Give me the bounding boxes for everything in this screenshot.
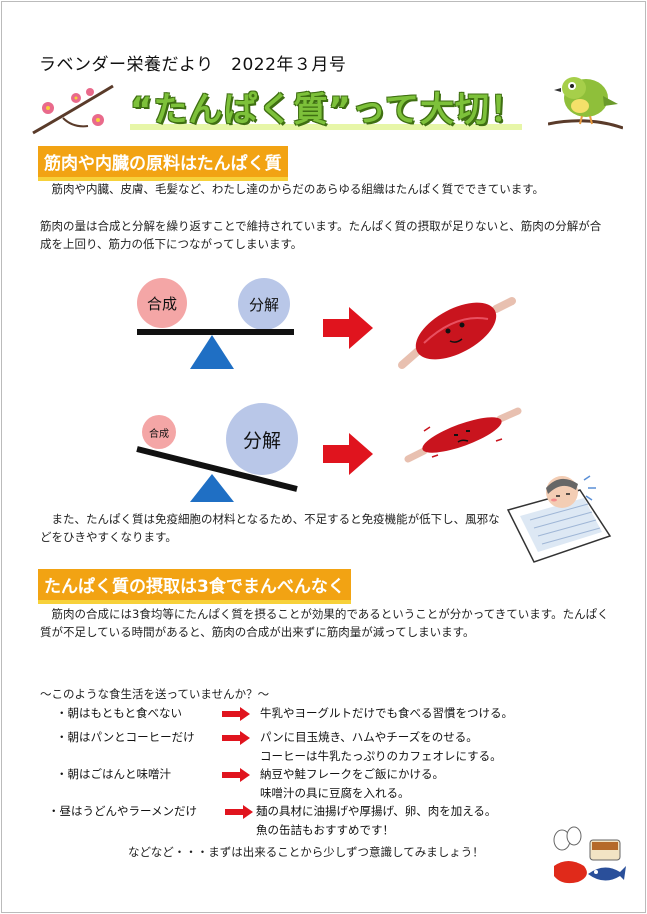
closing-message: などなど・・・まずは出来ることから少しずつ意識してみましょう！ [128,845,484,859]
checklist-intro: ～このような食生活を送っていませんか？～ [40,687,270,701]
checklist-advice: コーヒーは牛乳たっぷりのカフェオレにする。 [260,749,502,763]
breakdown-circle-bottom: 分解 [226,403,298,475]
newsletter-header: ラベンダー栄養だより 2022年３月号 [39,55,347,75]
checklist-problem: ・朝はもともと食べない [56,706,183,720]
balance-beam-bottom [136,446,298,492]
red-arrow-small-icon [222,731,250,745]
checklist-problem: ・朝はごはんと味噌汁 [56,767,171,781]
plum-blossom-illustration [32,84,114,135]
red-arrow-small-icon [222,707,250,721]
bird-illustration [548,77,623,130]
synthesis-circle-top: 合成 [137,278,187,328]
section-heading-1: 筋肉や内臓の原料はたんぱく質 [38,146,288,181]
food-illustration [553,826,626,884]
red-arrow-small-icon [225,805,253,819]
strong-muscle-illustration [398,297,516,369]
checklist-problem: ・朝はパンとコーヒーだけ [56,730,195,744]
checklist-advice: 麺の具材に油揚げや厚揚げ、卵、肉を加える。 [256,804,497,818]
sick-person-illustration [506,475,612,563]
checklist-advice: 納豆や鮭フレークをご飯にかける。 [260,767,444,781]
checklist-advice: 魚の缶詰もおすすめです！ [256,823,394,837]
red-arrow-bottom [323,433,373,475]
red-arrow-small-icon [222,768,250,782]
breakdown-label-top: 分解 [248,295,279,314]
breakdown-label-bottom: 分解 [242,429,281,452]
section1-paragraph-1: 筋肉や内臓、皮膚、毛髪など、わたし達のからだのあらゆる組織はたんぱく質でできてい… [51,182,545,196]
red-arrow-top [323,307,373,349]
newsletter-title: “たんぱく質”って大切！ [130,90,525,130]
synthesis-label-bottom: 合成 [149,428,169,440]
fulcrum-triangle-top [190,335,234,369]
section2-paragraph: 筋肉の合成には3食均等にたんぱく質を摂ることが効果的であるということが分かってき… [40,607,609,639]
fulcrum-triangle-bottom [190,474,234,502]
section-heading-2: たんぱく質の摂取は3食でまんべんなく [38,569,351,604]
checklist-problem: ・昼はうどんやラーメンだけ [48,804,198,818]
breakdown-circle-top: 分解 [238,278,290,330]
balance-beam-top [137,329,294,335]
synthesis-circle-bottom: 合成 [142,415,176,449]
weak-muscle-illustration [404,407,522,463]
checklist-advice: 味噌汁の具に豆腐を入れる。 [260,786,410,800]
checklist-advice: 牛乳やヨーグルトだけでも食べる習慣をつける。 [260,706,513,720]
checklist-advice: パンに目玉焼き、ハムやチーズをのせる。 [260,730,478,744]
synthesis-label-top: 合成 [146,294,177,313]
immune-paragraph: また、たんぱく質は免疫細胞の材料となるため、不足すると免疫機能が低下し、風邪など… [40,512,500,544]
section1-paragraph-2: 筋肉の量は合成と分解を繰り返すことで維持されています。たんぱく質の摂取が足りない… [40,219,602,251]
